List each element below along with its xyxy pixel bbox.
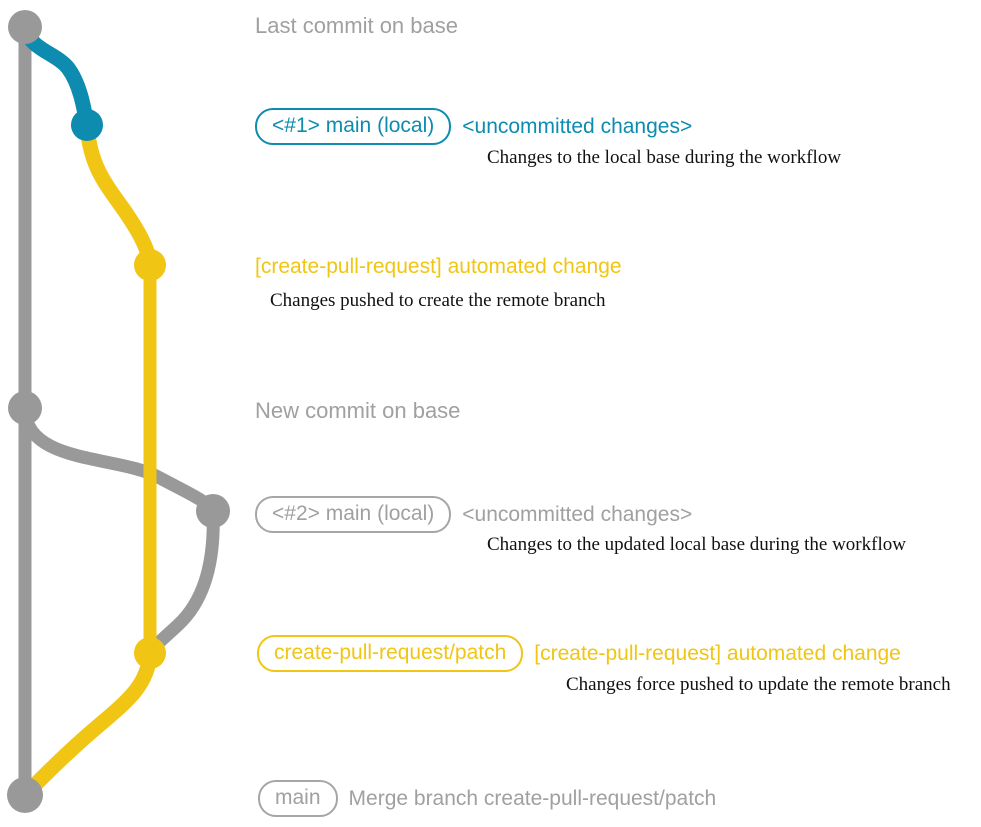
node-base-commit-new[interactable]: [8, 391, 42, 425]
node-remote-commit-1[interactable]: [134, 249, 166, 281]
section-title-new-commit: New commit on base: [255, 398, 461, 423]
commit-nodes: [7, 10, 230, 813]
branch-badge-main[interactable]: main: [258, 780, 338, 817]
branch-badge-create-pull-request-patch[interactable]: create-pull-request/patch: [257, 635, 524, 672]
commit-description-2: Changes pushed to create the remote bran…: [270, 290, 606, 311]
commit-row-4: create-pull-request/patch [create-pull-re…: [257, 635, 901, 672]
commit-headline-5: Merge branch create-pull-request/patch: [348, 786, 717, 810]
node-base-commit-merge[interactable]: [7, 777, 43, 813]
commit-headline-4: [create-pull-request] automated change: [534, 641, 901, 665]
section-title-last-commit: Last commit on base: [255, 13, 458, 38]
branch-badge-main-local-2[interactable]: <#2> main (local): [255, 496, 452, 533]
commit-row-3: <#2> main (local) <uncommitted changes>: [255, 496, 692, 533]
commit-description-3: Changes to the updated local base during…: [487, 534, 906, 555]
commit-description-4: Changes force pushed to update the remot…: [566, 674, 951, 695]
base-to-local1-edge: [17, 19, 95, 133]
node-local-commit-2[interactable]: [196, 494, 230, 528]
commit-headline-1: <uncommitted changes>: [462, 114, 693, 138]
commit-headline-2: [create-pull-request] automated change: [255, 255, 622, 278]
node-base-commit-top[interactable]: [8, 10, 42, 44]
branch-badge-main-local-1[interactable]: <#1> main (local): [255, 108, 452, 145]
commit-row-1: <#1> main (local) <uncommitted changes>: [255, 108, 692, 145]
commit-row-5: main Merge branch create-pull-request/pat…: [258, 780, 716, 817]
node-local-commit-1[interactable]: [71, 109, 103, 141]
commit-headline-3: <uncommitted changes>: [462, 502, 693, 526]
node-remote-commit-2[interactable]: [134, 637, 166, 669]
commit-description-1: Changes to the local base during the wor…: [487, 147, 842, 168]
base-to-local2-edge: [18, 401, 220, 518]
